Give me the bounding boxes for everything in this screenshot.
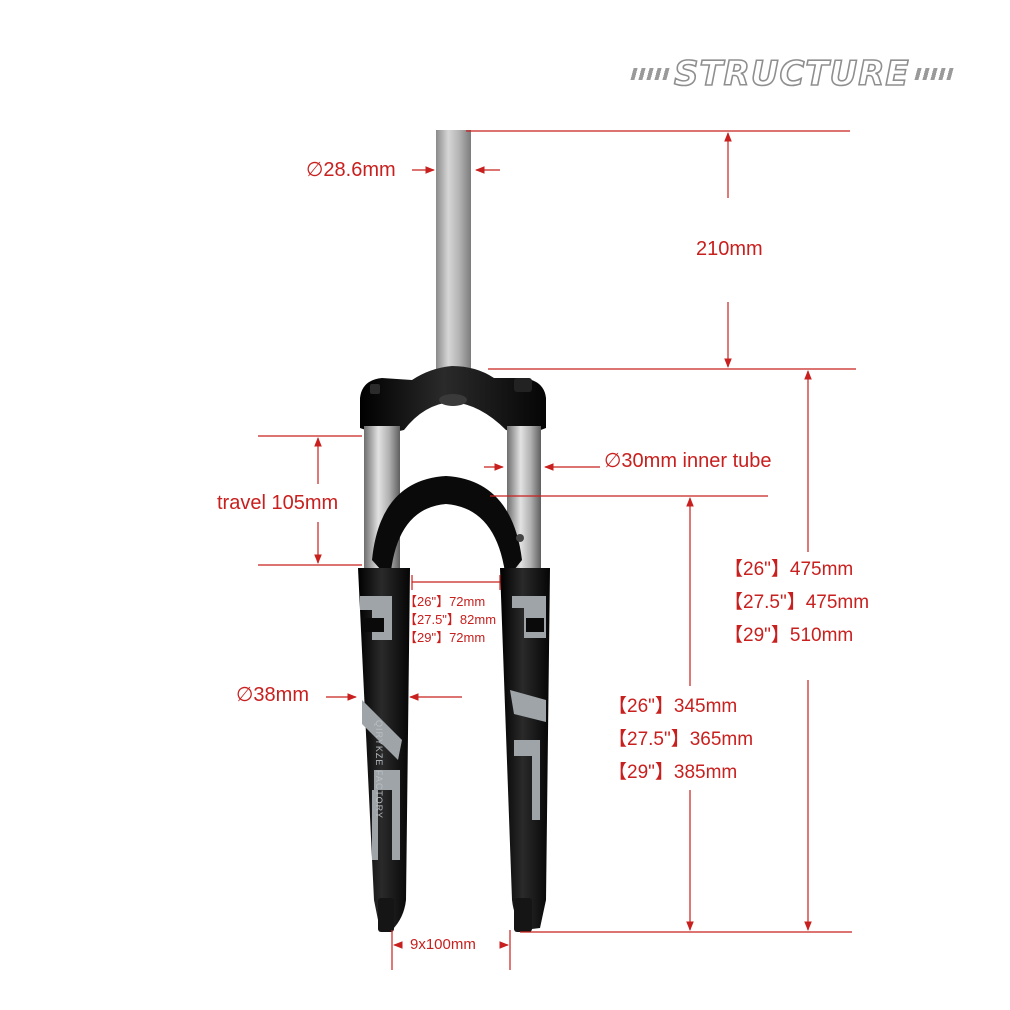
fork-body (358, 130, 550, 932)
steerer-diameter-label: ∅28.6mm (306, 159, 396, 181)
axle-label: 9x100mm (410, 936, 476, 953)
title-text: STRUCTURE (673, 53, 910, 95)
title-left-bars (630, 68, 670, 80)
lower-diameter-label: ∅38mm (236, 684, 309, 706)
inner-tube-label: ∅30mm inner tube (604, 450, 772, 472)
left-leg-graphics (360, 596, 402, 860)
dimension-lines (258, 130, 856, 970)
structure-title: STRUCTURE (630, 52, 954, 96)
travel-label: travel 105mm (217, 492, 339, 514)
right-leg-graphics (510, 596, 546, 820)
tire-clearance-labels: 【26"】72mm 【27.5"】82mm 【29"】72mm (404, 593, 496, 647)
arch-to-axle-26: 【26"】345mm (608, 696, 738, 717)
steerer-length-label: 210mm (696, 238, 763, 260)
title-right-bars (914, 68, 954, 80)
tire-clearance-27-5: 【27.5"】82mm (404, 612, 497, 627)
arch-to-axle-labels: 【26"】345mm 【27.5"】365mm 【29"】385mm (608, 690, 753, 789)
axle-to-crown-26: 【26"】475mm (724, 559, 854, 580)
steerer-tube (436, 130, 471, 375)
arch-to-axle-27-5: 【27.5"】365mm (608, 729, 754, 750)
axle-to-crown-labels: 【26"】475mm 【27.5"】475mm 【29"】510mm (724, 553, 869, 652)
axle-to-crown-29: 【29"】510mm (724, 625, 854, 646)
fork-arch (372, 476, 522, 580)
tire-clearance-29: 【29"】72mm (404, 630, 486, 645)
arch-to-axle-29: 【29"】385mm (608, 762, 738, 783)
fork-brand-text: QIRYKZE FACTORY (374, 720, 384, 820)
axle-to-crown-27-5: 【27.5"】475mm (724, 592, 870, 613)
tire-clearance-26: 【26"】72mm (404, 594, 486, 609)
